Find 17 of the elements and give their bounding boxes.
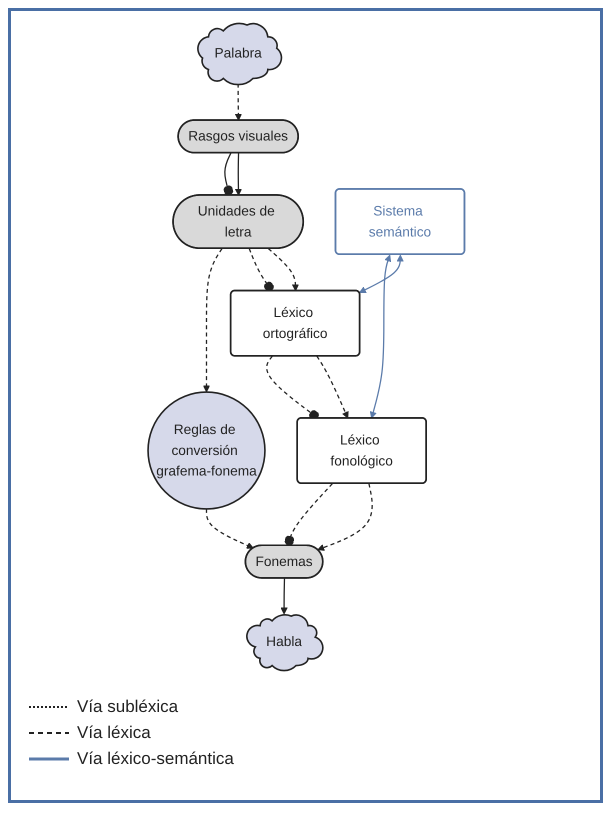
connector bbox=[248, 248, 274, 292]
arrow bbox=[268, 248, 299, 292]
legend-label: Vía léxico-semántica bbox=[77, 749, 234, 769]
connector bbox=[223, 152, 234, 196]
arrow bbox=[280, 578, 288, 614]
arrow bbox=[206, 508, 254, 549]
arrow bbox=[358, 254, 404, 293]
arrow bbox=[202, 248, 222, 392]
arrow bbox=[317, 483, 373, 551]
arrow bbox=[234, 84, 242, 121]
legend-label: Vía subléxica bbox=[77, 697, 178, 717]
legend-label: Vía léxica bbox=[77, 723, 151, 743]
arrow bbox=[234, 153, 242, 196]
node-circle: Reglas de conversión grafema-fonema bbox=[147, 391, 266, 510]
arrow bbox=[316, 356, 348, 419]
connector bbox=[284, 483, 333, 546]
arrow bbox=[370, 254, 391, 419]
